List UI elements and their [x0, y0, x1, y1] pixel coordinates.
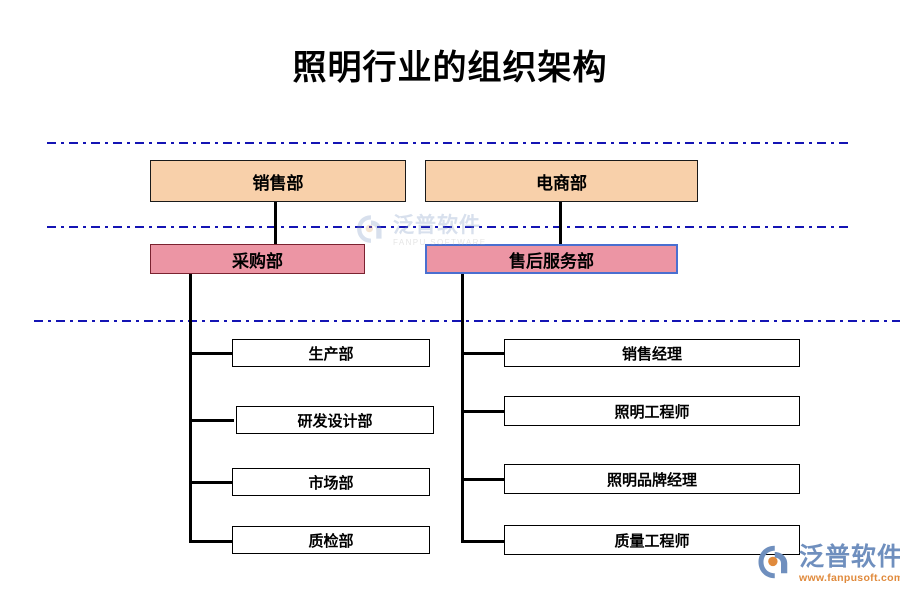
page-title: 照明行业的组织架构 — [292, 50, 608, 87]
node-sales-manager[interactable]: 销售经理 — [504, 339, 800, 367]
connector-ecommerce-to-aftersales — [559, 201, 562, 245]
brand-website: www.fanpusoft.com — [799, 571, 900, 584]
connector-right-branch-1 — [461, 352, 506, 355]
connector-left-branch-4 — [189, 540, 234, 543]
node-production-department[interactable]: 生产部 — [232, 339, 430, 367]
connector-right-trunk — [461, 273, 464, 543]
node-quality-engineer[interactable]: 质量工程师 — [504, 525, 800, 555]
node-marketing-department[interactable]: 市场部 — [232, 468, 430, 496]
connector-left-branch-3 — [189, 481, 234, 484]
connector-left-trunk — [189, 273, 192, 543]
node-lighting-engineer[interactable]: 照明工程师 — [504, 396, 800, 426]
connector-right-branch-3 — [461, 478, 506, 481]
separator-line-middle — [47, 226, 853, 228]
node-ecommerce-department[interactable]: 电商部 — [425, 160, 698, 202]
connector-right-branch-2 — [461, 410, 506, 413]
connector-right-branch-4 — [461, 540, 506, 543]
separator-line-bottom — [34, 320, 900, 322]
connector-sales-to-procurement — [274, 201, 277, 245]
connector-left-branch-2 — [189, 419, 234, 422]
separator-line-top — [47, 142, 853, 144]
node-rnd-design-department[interactable]: 研发设计部 — [236, 406, 434, 434]
node-sales-department[interactable]: 销售部 — [150, 160, 406, 202]
connector-left-branch-1 — [189, 352, 234, 355]
node-lighting-brand-manager[interactable]: 照明品牌经理 — [504, 464, 800, 494]
node-aftersales-service-department[interactable]: 售后服务部 — [425, 244, 678, 274]
node-quality-inspection-department[interactable]: 质检部 — [232, 526, 430, 554]
node-procurement-department[interactable]: 采购部 — [150, 244, 365, 274]
brand-name-cn: 泛普软件 — [799, 543, 900, 572]
